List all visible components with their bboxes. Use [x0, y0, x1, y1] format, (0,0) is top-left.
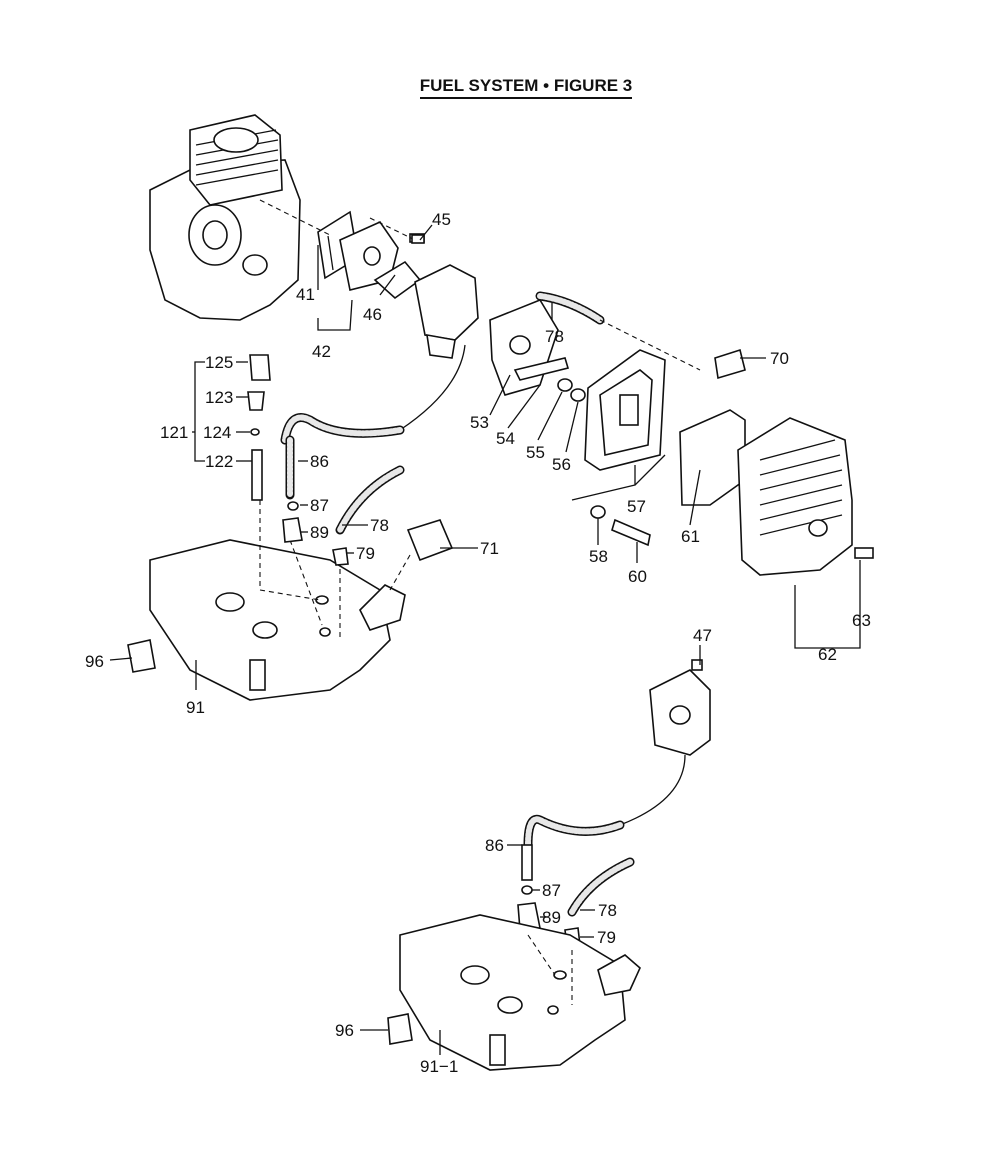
callout-87: 87 [310, 496, 329, 515]
air-cleaner-cover [737, 417, 853, 576]
callout-122: 122 [205, 452, 233, 471]
callout-87-lower: 87 [542, 881, 561, 900]
callout-57: 57 [627, 497, 646, 516]
callout-71: 71 [480, 539, 499, 558]
callout-78-top: 78 [545, 327, 564, 346]
callout-89-lower: 89 [542, 908, 561, 927]
insulator-assembly [317, 210, 479, 359]
callout-42: 42 [312, 342, 331, 361]
callout-61: 61 [681, 527, 700, 546]
callout-45: 45 [432, 210, 451, 229]
callout-125: 125 [205, 353, 233, 372]
fuel-filter-assembly [247, 354, 349, 566]
callout-70: 70 [770, 349, 789, 368]
callout-86-lower: 86 [485, 836, 504, 855]
callout-123: 123 [205, 388, 233, 407]
callout-47: 47 [693, 626, 712, 645]
callout-41: 41 [296, 285, 315, 304]
callout-78-lower: 78 [598, 901, 617, 920]
fuel-tank [149, 539, 406, 701]
callout-58: 58 [589, 547, 608, 566]
callout-78-mid: 78 [370, 516, 389, 535]
figure-title-text: FUEL SYSTEM • FIGURE 3 [419, 76, 633, 99]
callout-62: 62 [818, 645, 837, 664]
engine-cylinder-crankcase [149, 114, 301, 321]
callout-56: 56 [552, 455, 571, 474]
callout-55: 55 [526, 443, 545, 462]
callout-121: 121 [160, 423, 188, 442]
callout-46: 46 [363, 305, 382, 324]
callout-96: 96 [85, 652, 104, 671]
callout-86: 86 [310, 452, 329, 471]
fuel-cap [406, 519, 454, 562]
callout-60: 60 [628, 567, 647, 586]
air-filter [679, 409, 746, 506]
callout-54: 54 [496, 429, 515, 448]
callout-89: 89 [310, 523, 329, 542]
callout-53: 53 [470, 413, 489, 432]
callout-63: 63 [852, 611, 871, 630]
figure-title: FUEL SYSTEM • FIGURE 3 [0, 76, 1000, 99]
callout-96-lower: 96 [335, 1021, 354, 1040]
callout-91: 91 [186, 698, 205, 717]
air-cleaner-body [584, 349, 666, 471]
callout-124: 124 [203, 423, 231, 442]
fuel-tank-lower [399, 914, 641, 1071]
carburetor-lower [649, 659, 711, 756]
callout-79: 79 [356, 544, 375, 563]
callout-79-lower: 79 [597, 928, 616, 947]
callout-91-1: 91−1 [420, 1057, 458, 1076]
